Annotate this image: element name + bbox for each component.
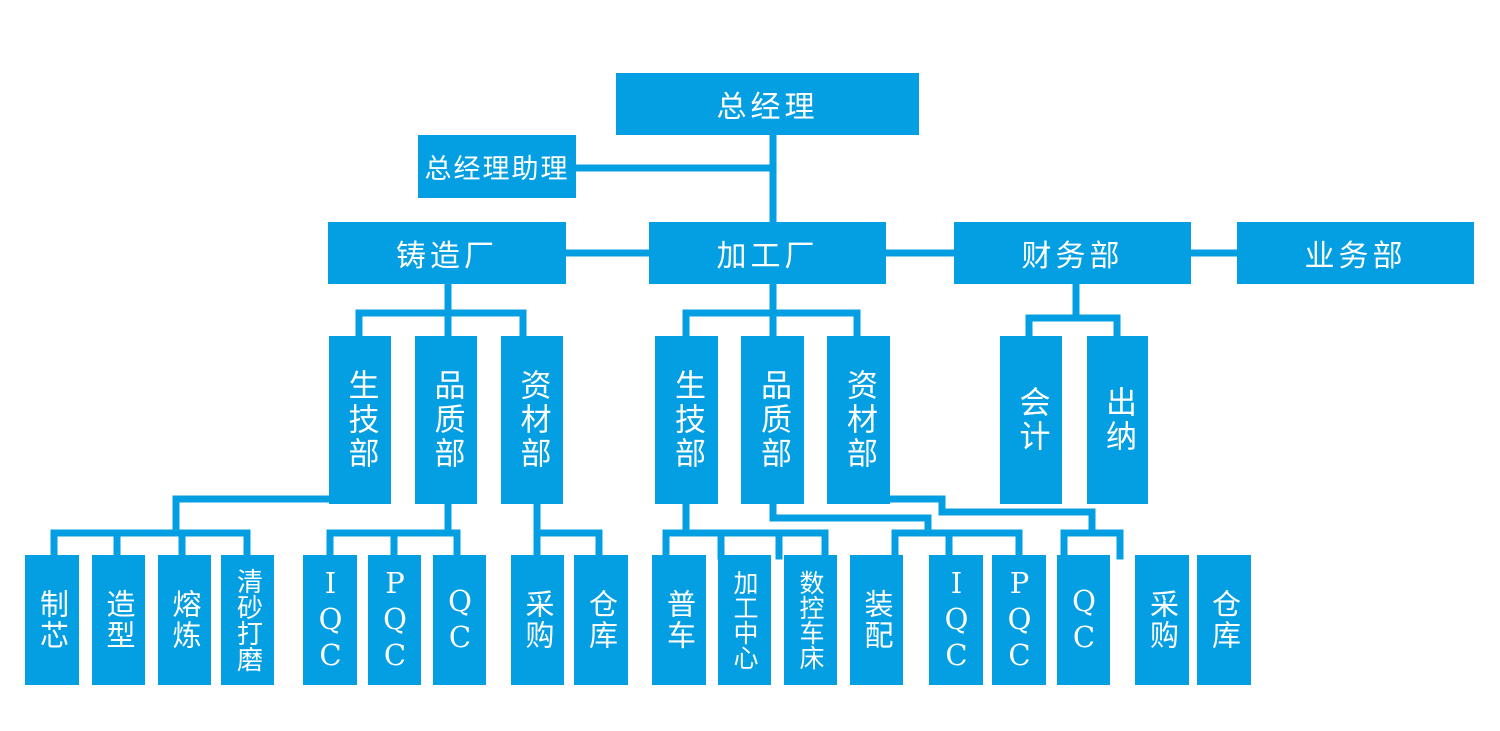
- node-gm-assistant: 总经理助理: [418, 135, 576, 198]
- node-machining-iqc: IQC: [929, 555, 983, 685]
- node-finance-dept: 财务部: [954, 222, 1191, 284]
- node-foundry-quality: 品质部: [415, 336, 477, 504]
- node-foundry-cleaning-grinding: 清砂打磨: [221, 555, 274, 685]
- node-foundry-prodtech: 生技部: [329, 336, 391, 504]
- node-foundry-molding: 造型: [92, 555, 145, 685]
- node-foundry-coremaking: 制芯: [25, 555, 79, 685]
- node-cashier: 出纳: [1087, 336, 1148, 504]
- node-machining-quality: 品质部: [741, 336, 804, 504]
- node-machining-warehouse: 仓库: [1197, 555, 1251, 685]
- node-machining-cnc-lathe: 数控车床: [784, 555, 837, 685]
- node-machining-pqc: PQC: [992, 555, 1046, 685]
- node-foundry-pqc: PQC: [368, 555, 421, 685]
- node-machining-purchasing: 采购: [1135, 555, 1189, 685]
- node-machining-plant: 加工厂: [649, 222, 886, 284]
- node-foundry-iqc: IQC: [303, 555, 357, 685]
- node-foundry-materials: 资材部: [501, 336, 563, 504]
- node-general-manager: 总经理: [616, 73, 919, 135]
- node-machining-assembly: 装配: [850, 555, 903, 685]
- node-machining-materials: 资材部: [827, 336, 890, 504]
- node-foundry-purchasing: 采购: [511, 555, 564, 685]
- node-sales-dept: 业务部: [1237, 222, 1474, 284]
- node-machining-lathe: 普车: [652, 555, 706, 685]
- node-accounting: 会计: [1000, 336, 1062, 504]
- node-machining-qc: QC: [1057, 555, 1110, 685]
- node-machining-prodtech: 生技部: [655, 336, 718, 504]
- node-foundry-warehouse: 仓库: [574, 555, 628, 685]
- node-foundry: 铸造厂: [328, 222, 566, 284]
- node-foundry-melting: 熔炼: [158, 555, 211, 685]
- node-foundry-qc: QC: [433, 555, 486, 685]
- node-machining-center: 加工中心: [718, 555, 771, 685]
